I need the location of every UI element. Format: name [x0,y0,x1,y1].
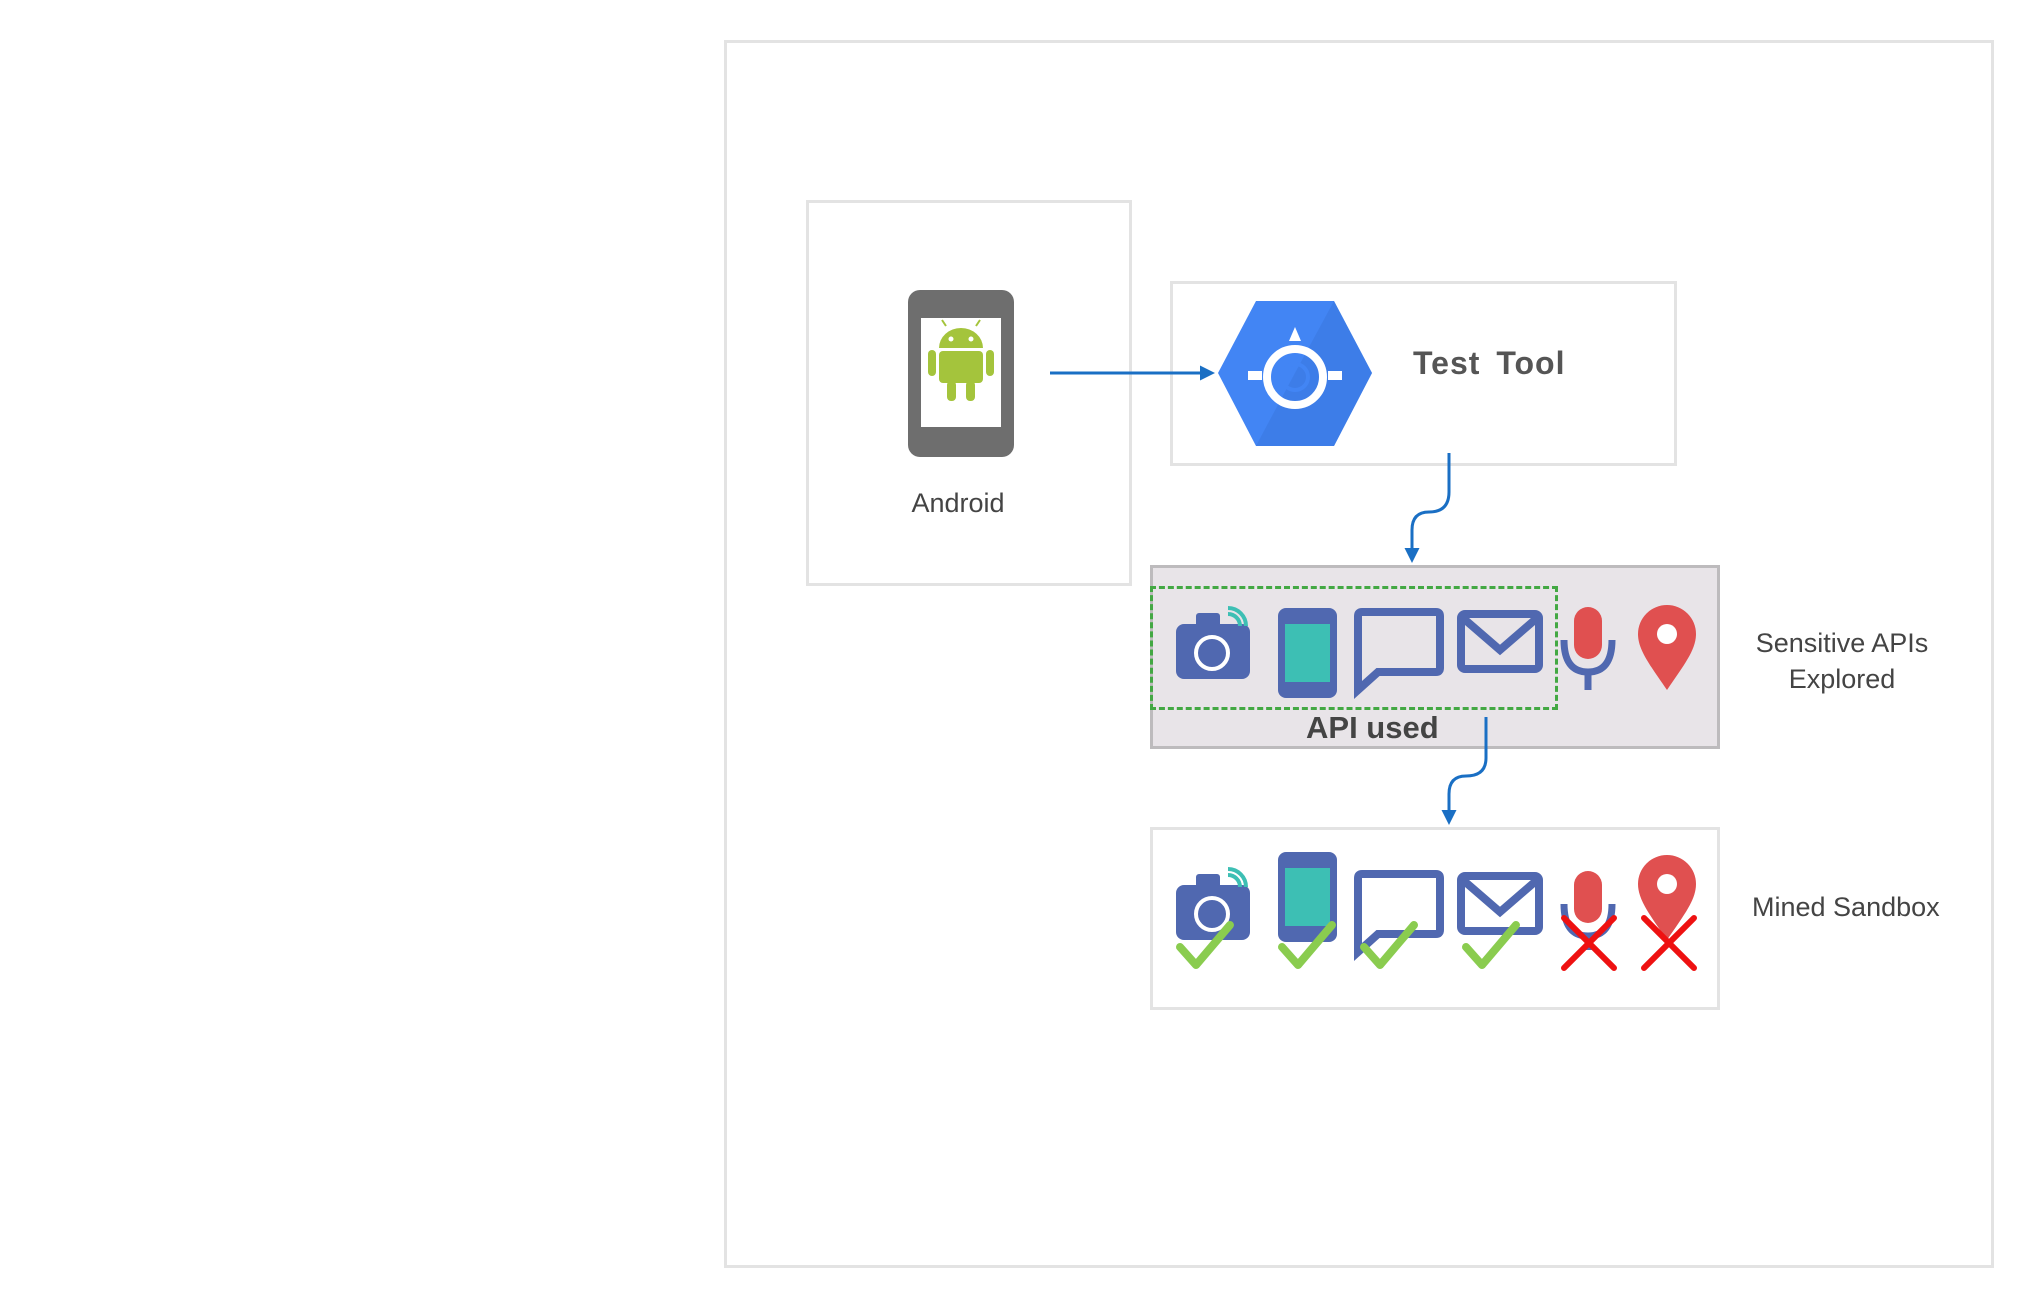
arrow-tool-to-apis [1404,453,1451,563]
android-label: Android [911,488,1005,518]
phone-icon [1278,608,1337,698]
sandbox-microphone-icon [1560,871,1614,968]
api-used-dashed-box [1150,586,1558,710]
mined-sandbox-label: Mined Sandbox [1752,892,1940,922]
sensitive-apis-box [1150,565,1720,749]
arrow-apis-to-sandbox [1441,717,1488,825]
message-icon [1354,608,1444,699]
test-tool-label: Test Tool [1413,345,1566,381]
api-used-label: API used [1306,710,1439,745]
sandbox-phone-icon [1278,852,1337,965]
diagram-frame [724,40,1994,1268]
android-app-box [806,200,1132,586]
location-pin-icon [1638,605,1696,690]
mail-icon [1457,610,1543,673]
sandbox-mail-icon [1457,872,1543,965]
test-tool-hexagon-icon [1218,301,1372,446]
sandbox-camera-icon [1176,867,1250,965]
camera-icon [1176,606,1250,679]
sandbox-message-icon [1354,870,1444,965]
sandbox-location-pin-icon [1638,855,1696,968]
android-phone-icon [908,290,1014,457]
android-robot-icon [928,319,994,401]
microphone-icon [1560,607,1616,690]
sensitive-apis-label: Sensitive APIs Explored [1755,628,1929,694]
